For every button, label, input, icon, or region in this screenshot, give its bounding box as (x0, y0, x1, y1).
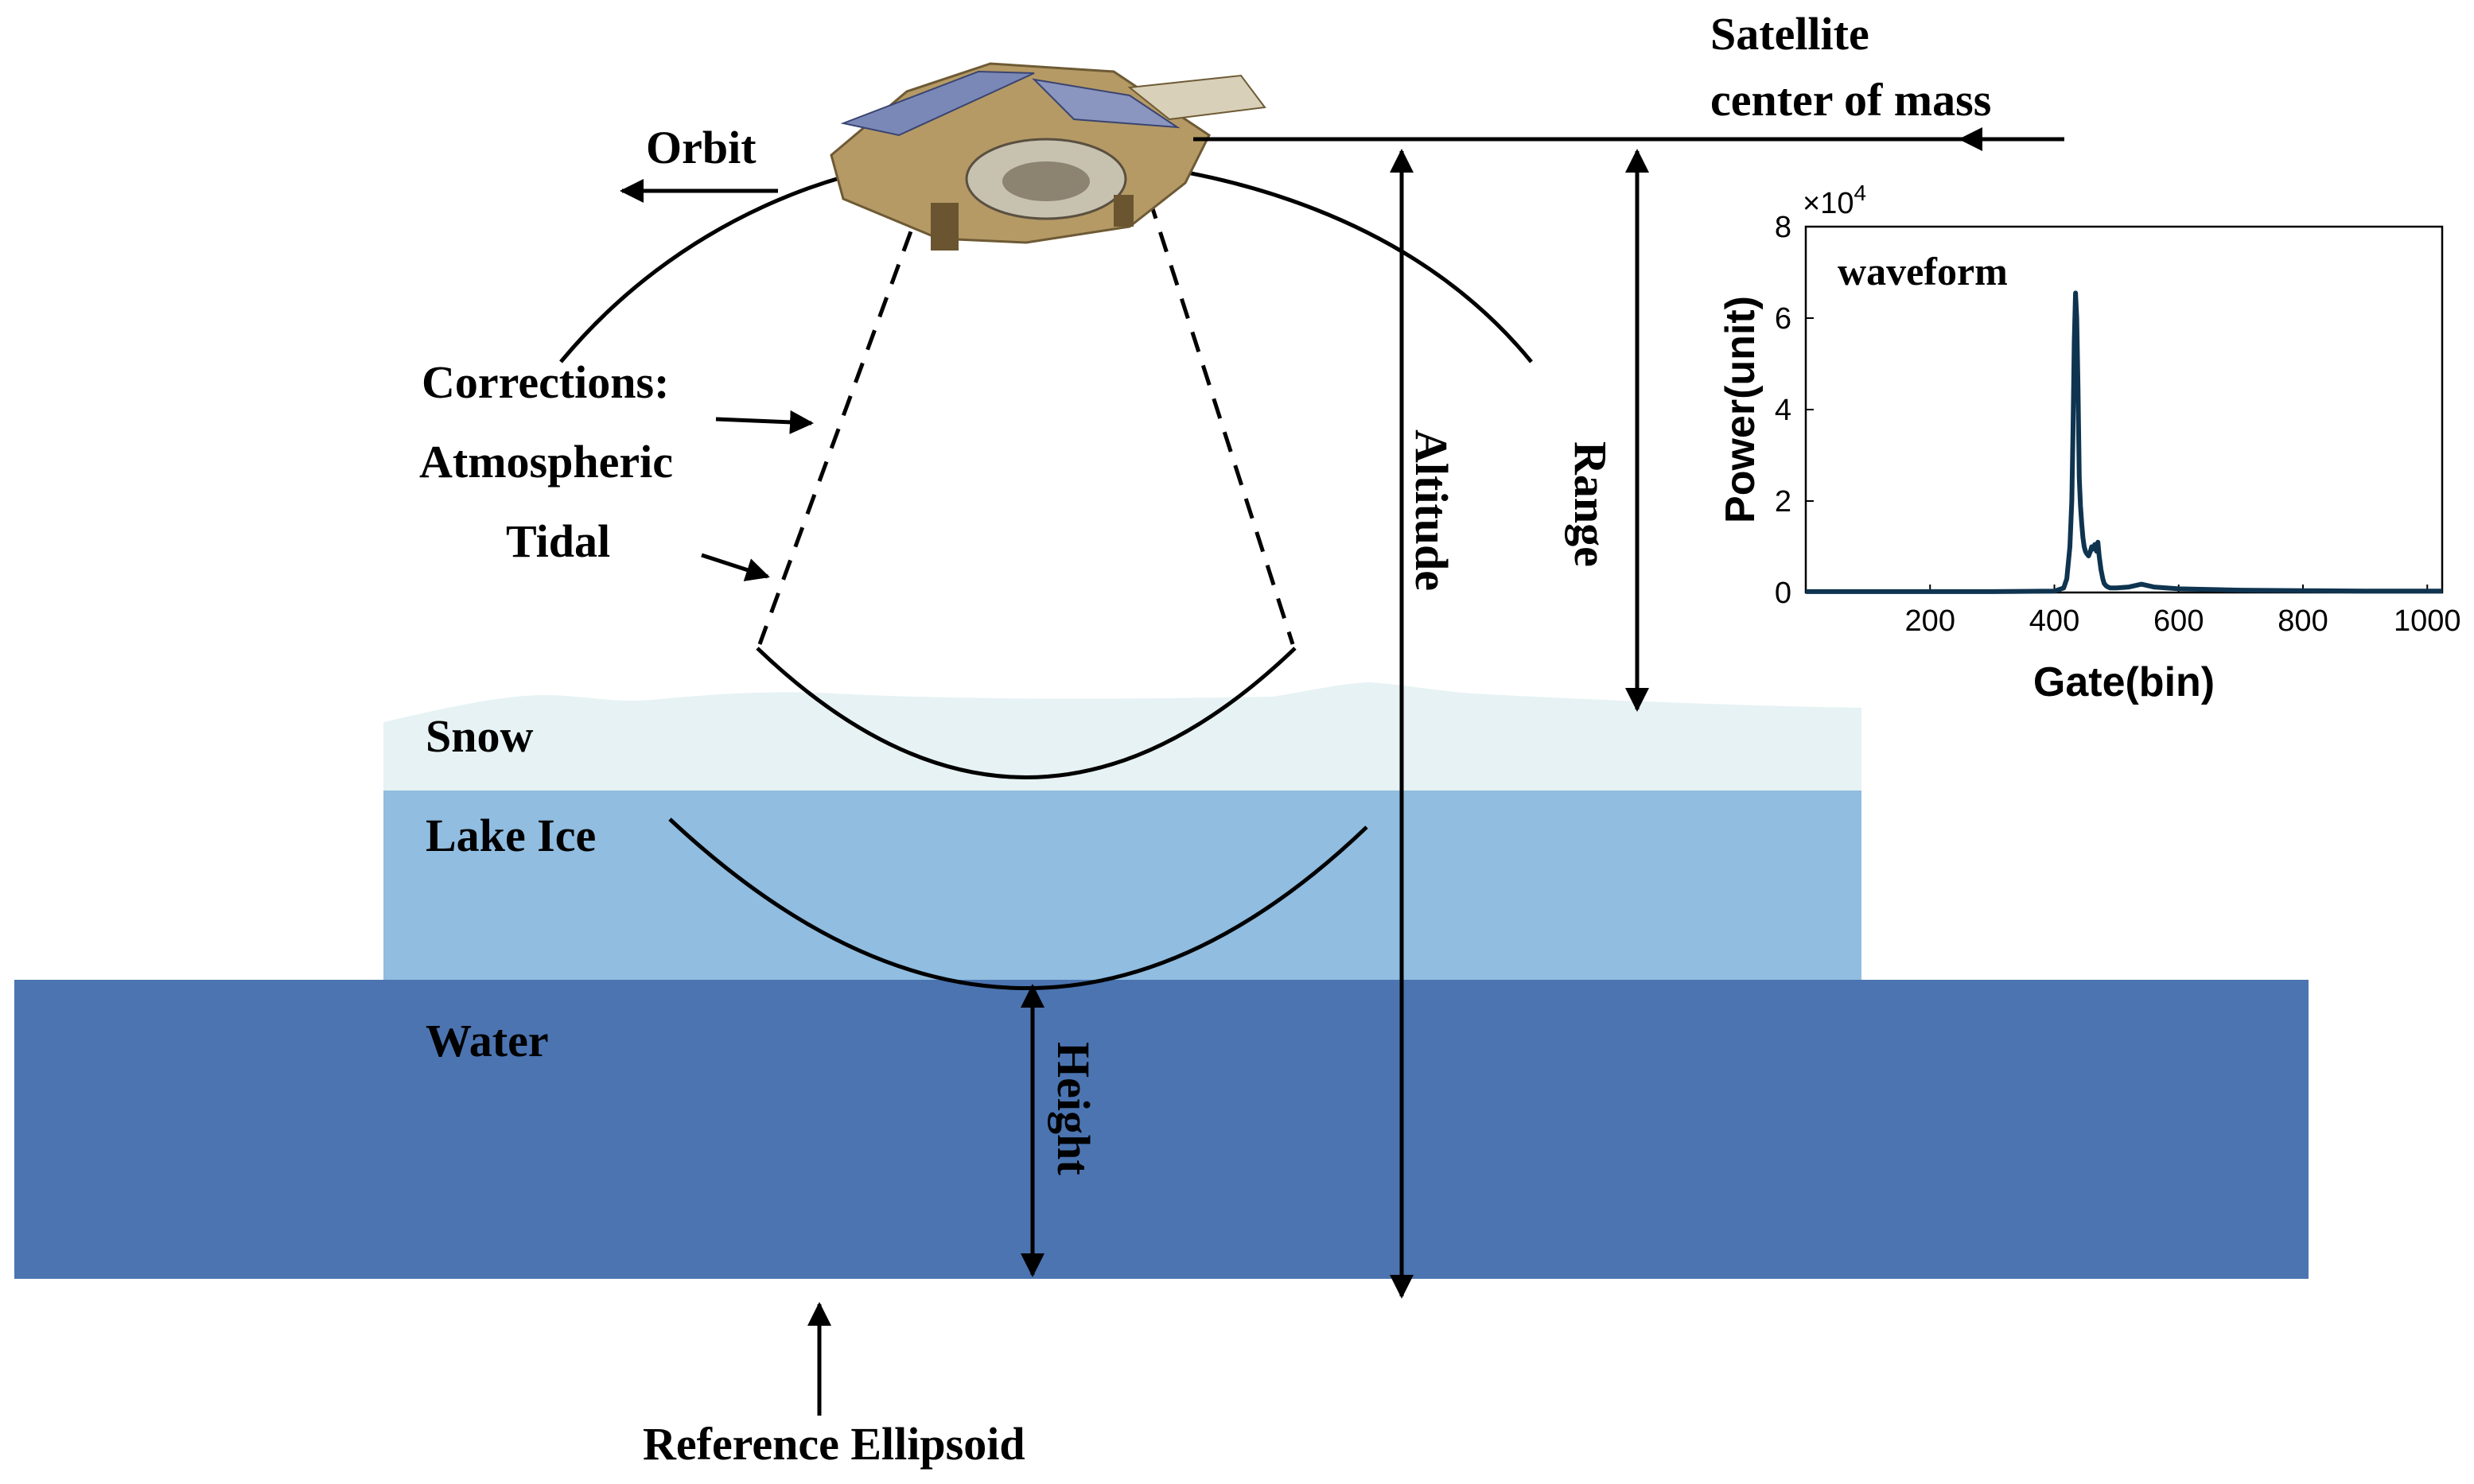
chart-x-tick-label-3: 800 (2278, 604, 2328, 638)
lake-ice-label: Lake Ice (426, 810, 596, 861)
chart-y-tick-label-0: 0 (1775, 577, 1791, 610)
water-layer (14, 980, 2309, 1279)
waveform-chart: waveform ×104 Gate(bin) Power(unit) 200 4… (1717, 181, 2461, 705)
satellite-label-line1: Satellite (1710, 8, 1869, 60)
orbit-label: Orbit (646, 122, 757, 173)
chart-y-tick-label-3: 6 (1775, 302, 1791, 336)
beam-right-line (1147, 198, 1295, 645)
snow-label: Snow (426, 710, 534, 762)
beam-left-line (757, 198, 925, 645)
chart-y-multiplier-exponent: 4 (1854, 181, 1866, 205)
water-label: Water (426, 1015, 549, 1066)
chart-plot-area (1804, 225, 2444, 594)
satellite-label-line2: center of mass (1710, 74, 1991, 126)
chart-x-tick-label-4: 1000 (2394, 604, 2461, 638)
footprint-arc-snow (756, 647, 1297, 779)
chart-x-tick-label-0: 200 (1905, 604, 1955, 638)
atmospheric-label: Atmospheric (419, 436, 673, 488)
chart-y-tick-label-2: 4 (1775, 394, 1791, 427)
atmospheric-arrow (715, 410, 814, 434)
altitude-label: Altitude (1406, 429, 1457, 591)
chart-x-tick-label-2: 600 (2153, 604, 2204, 638)
height-label: Height (1048, 1042, 1099, 1175)
chart-x-tick-label-1: 400 (2029, 604, 2079, 638)
chart-series-line (1806, 290, 2442, 594)
tidal-label: Tidal (506, 515, 610, 567)
chart-xlabel: Gate(bin) (2033, 659, 2215, 705)
range-label: Range (1565, 441, 1616, 567)
corrections-label: Corrections: (422, 356, 669, 408)
chart-y-multiplier: ×104 (1803, 181, 1866, 220)
reference-ellipsoid-label: Reference Ellipsoid (643, 1418, 1025, 1470)
chart-title: waveform (1838, 249, 2008, 293)
satellite-icon (830, 62, 1266, 251)
chart-ylabel: Power(unit) (1717, 296, 1764, 523)
tidal-arrow (701, 553, 770, 581)
chart-y-tick-label-4: 8 (1775, 211, 1791, 244)
lake-ice-layer (383, 791, 1861, 981)
snow-layer (383, 682, 1861, 791)
chart-y-tick-label-1: 2 (1775, 485, 1791, 519)
